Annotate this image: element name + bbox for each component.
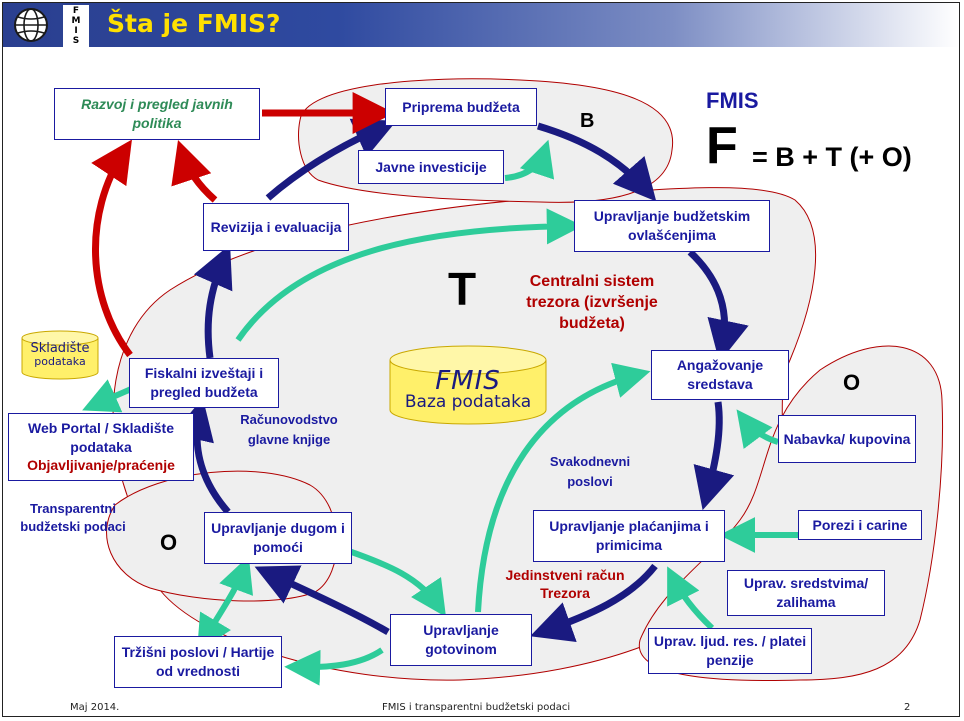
logo-letter: F (72, 6, 80, 16)
footer-page-number: 2 (904, 702, 911, 713)
slide-header: F M I S Šta je FMIS? (3, 3, 959, 47)
region-label-o-right: O (843, 370, 861, 395)
slide-title: Šta je FMIS? (107, 9, 281, 38)
region-label-o-left: O (160, 530, 178, 555)
database-title: FMIS (435, 366, 501, 396)
formula-title: FMIS (706, 88, 759, 113)
arrow-teal (475, 362, 651, 613)
web-portal-subtitle: Objavljivanje/praćenje (27, 457, 175, 474)
markets-box[interactable]: Tržišni poslovi / Hartije od vrednosti (114, 636, 282, 688)
audit-box[interactable]: Revizija i evaluacija (203, 203, 349, 251)
logo-letter: S (72, 36, 80, 46)
arrow-navy (254, 565, 390, 636)
arrow-navy (172, 397, 231, 515)
procurement-box[interactable]: Nabavka/ kupovina (778, 415, 916, 463)
transparency-label: Transparentni budžetski podaci (20, 501, 126, 534)
debt-box[interactable]: Upravljanje dugom i pomoći (204, 512, 352, 564)
warehouse-label: Skladište podataka (22, 341, 98, 369)
footer-date: Maj 2014. (70, 702, 120, 713)
arrow-navy (530, 563, 658, 642)
arrow-teal (284, 647, 384, 686)
arrow-navy (693, 401, 735, 511)
cash-box[interactable]: Upravljanje gotovinom (390, 614, 532, 666)
payments-box[interactable]: Upravljanje plaćanjima i primicima (533, 510, 725, 562)
budget-prep-box[interactable]: Priprema budžeta (385, 88, 537, 126)
warehouse-line2: podataka (34, 355, 86, 369)
formula-letter: F (706, 117, 738, 175)
region-label-t: T (448, 263, 477, 315)
policy-box[interactable]: Razvoj i pregled javnih politika (54, 88, 260, 140)
commitments-box[interactable]: Angažovanje sredstava (651, 350, 789, 400)
arrow-navy (687, 249, 749, 363)
hr-box[interactable]: Uprav. ljud. res. / platei penzije (648, 628, 812, 674)
daily-operations-label: Svakodnevni poslovi (549, 454, 631, 489)
arrow-red (171, 140, 218, 203)
footer-title: FMIS i transparentni budžetski podaci (382, 702, 571, 713)
arrow-teal (235, 208, 583, 342)
warehouse-line1: Skladište (30, 341, 90, 356)
arrow-red (91, 139, 133, 358)
fiscal-reports-box[interactable]: Fiskalni izveštaji i pregled budžeta (129, 358, 279, 408)
arrow-teal-double (197, 555, 253, 652)
logo-letter: I (74, 26, 78, 36)
formula-expression: = B + T (+ O) (752, 142, 912, 172)
arrow-navy (537, 122, 657, 202)
database-subtitle: Baza podataka (404, 392, 532, 412)
arrow-teal (504, 139, 555, 181)
assets-box[interactable]: Uprav. sredstvima/ zalihama (727, 570, 885, 616)
web-portal-box[interactable]: Web Portal / Skladište podataka Objavlji… (8, 413, 194, 481)
web-portal-title: Web Portal / Skladište podataka (27, 419, 174, 455)
arrow-teal (667, 566, 715, 631)
arrow-navy (193, 244, 233, 359)
budget-authority-box[interactable]: Upravljanje budžetskim ovlašćenjima (574, 200, 770, 252)
fmis-logo: F M I S (63, 5, 89, 47)
database-icon (389, 345, 547, 425)
region-label-b: B (580, 110, 595, 132)
accounting-label: Računovodstvo glavne knjige (240, 412, 338, 447)
globe-logo-icon (14, 8, 48, 42)
arrow-teal (339, 545, 446, 617)
database-label: FMIS Baza podataka (392, 368, 544, 411)
central-system-title: Centralni sistem trezora (izvršenje budž… (526, 273, 658, 332)
logo-letter: M (71, 16, 81, 26)
warehouse-cylinder-icon (21, 330, 99, 380)
arrow-teal (736, 409, 779, 449)
tsa-label: Jedinstveni račun Trezora (505, 567, 625, 602)
public-investment-box[interactable]: Javne investicije (358, 150, 504, 184)
taxes-box[interactable]: Porezi i carine (798, 510, 922, 540)
